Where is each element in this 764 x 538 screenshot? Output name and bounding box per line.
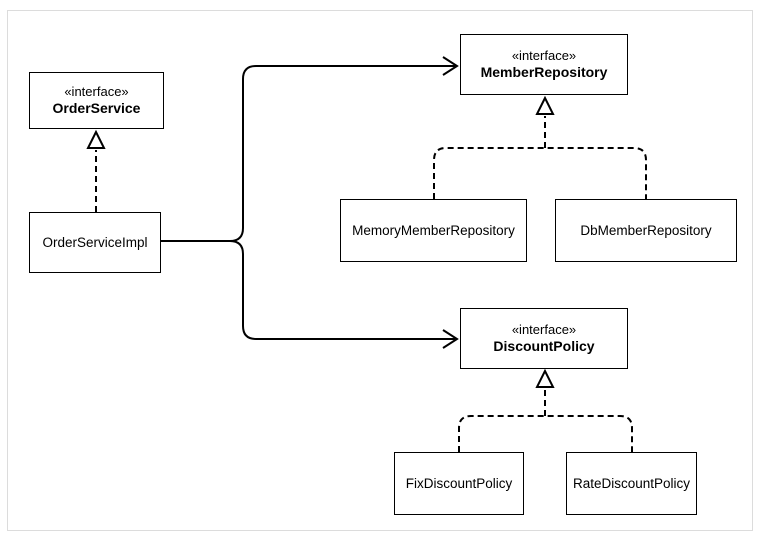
order-service-name: OrderService	[52, 100, 141, 116]
member-repository-box[interactable]: «interface» MemberRepository	[460, 34, 628, 95]
db-member-repository-name: DbMemberRepository	[580, 223, 712, 238]
discount-policy-stereotype: «interface»	[511, 322, 577, 337]
discount-policy-box[interactable]: «interface» DiscountPolicy	[460, 308, 628, 369]
order-service-stereotype: «interface»	[64, 84, 129, 99]
memory-member-repository-name: MemoryMemberRepository	[352, 223, 515, 238]
dependency-arrow-discount-policy	[229, 240, 455, 340]
member-repository-name: MemberRepository	[480, 64, 608, 80]
rate-discount-policy-box[interactable]: RateDiscountPolicy	[566, 452, 697, 515]
rate-discount-policy-name: RateDiscountPolicy	[572, 476, 691, 491]
realization-triangle-order-service	[86, 129, 106, 149]
fix-discount-policy-box[interactable]: FixDiscountPolicy	[394, 452, 524, 515]
order-service-impl-name: OrderServiceImpl	[42, 235, 148, 250]
dependency-arrow-member-repository	[160, 65, 455, 242]
realization-line-member-repository	[433, 116, 647, 199]
discount-policy-name: DiscountPolicy	[493, 338, 595, 354]
realization-triangle-member-repository	[535, 95, 555, 115]
db-member-repository-box[interactable]: DbMemberRepository	[555, 199, 737, 262]
order-service-impl-box[interactable]: OrderServiceImpl	[29, 212, 161, 273]
fix-discount-policy-name: FixDiscountPolicy	[405, 476, 513, 491]
realization-triangle-discount-policy	[535, 368, 555, 388]
order-service-box[interactable]: «interface» OrderService	[29, 72, 164, 129]
realization-line-discount-policy	[458, 389, 633, 452]
memory-member-repository-box[interactable]: MemoryMemberRepository	[340, 199, 527, 262]
arrowhead-member-repository	[442, 56, 459, 76]
arrowhead-discount-policy	[442, 329, 459, 349]
member-repository-stereotype: «interface»	[511, 48, 577, 63]
